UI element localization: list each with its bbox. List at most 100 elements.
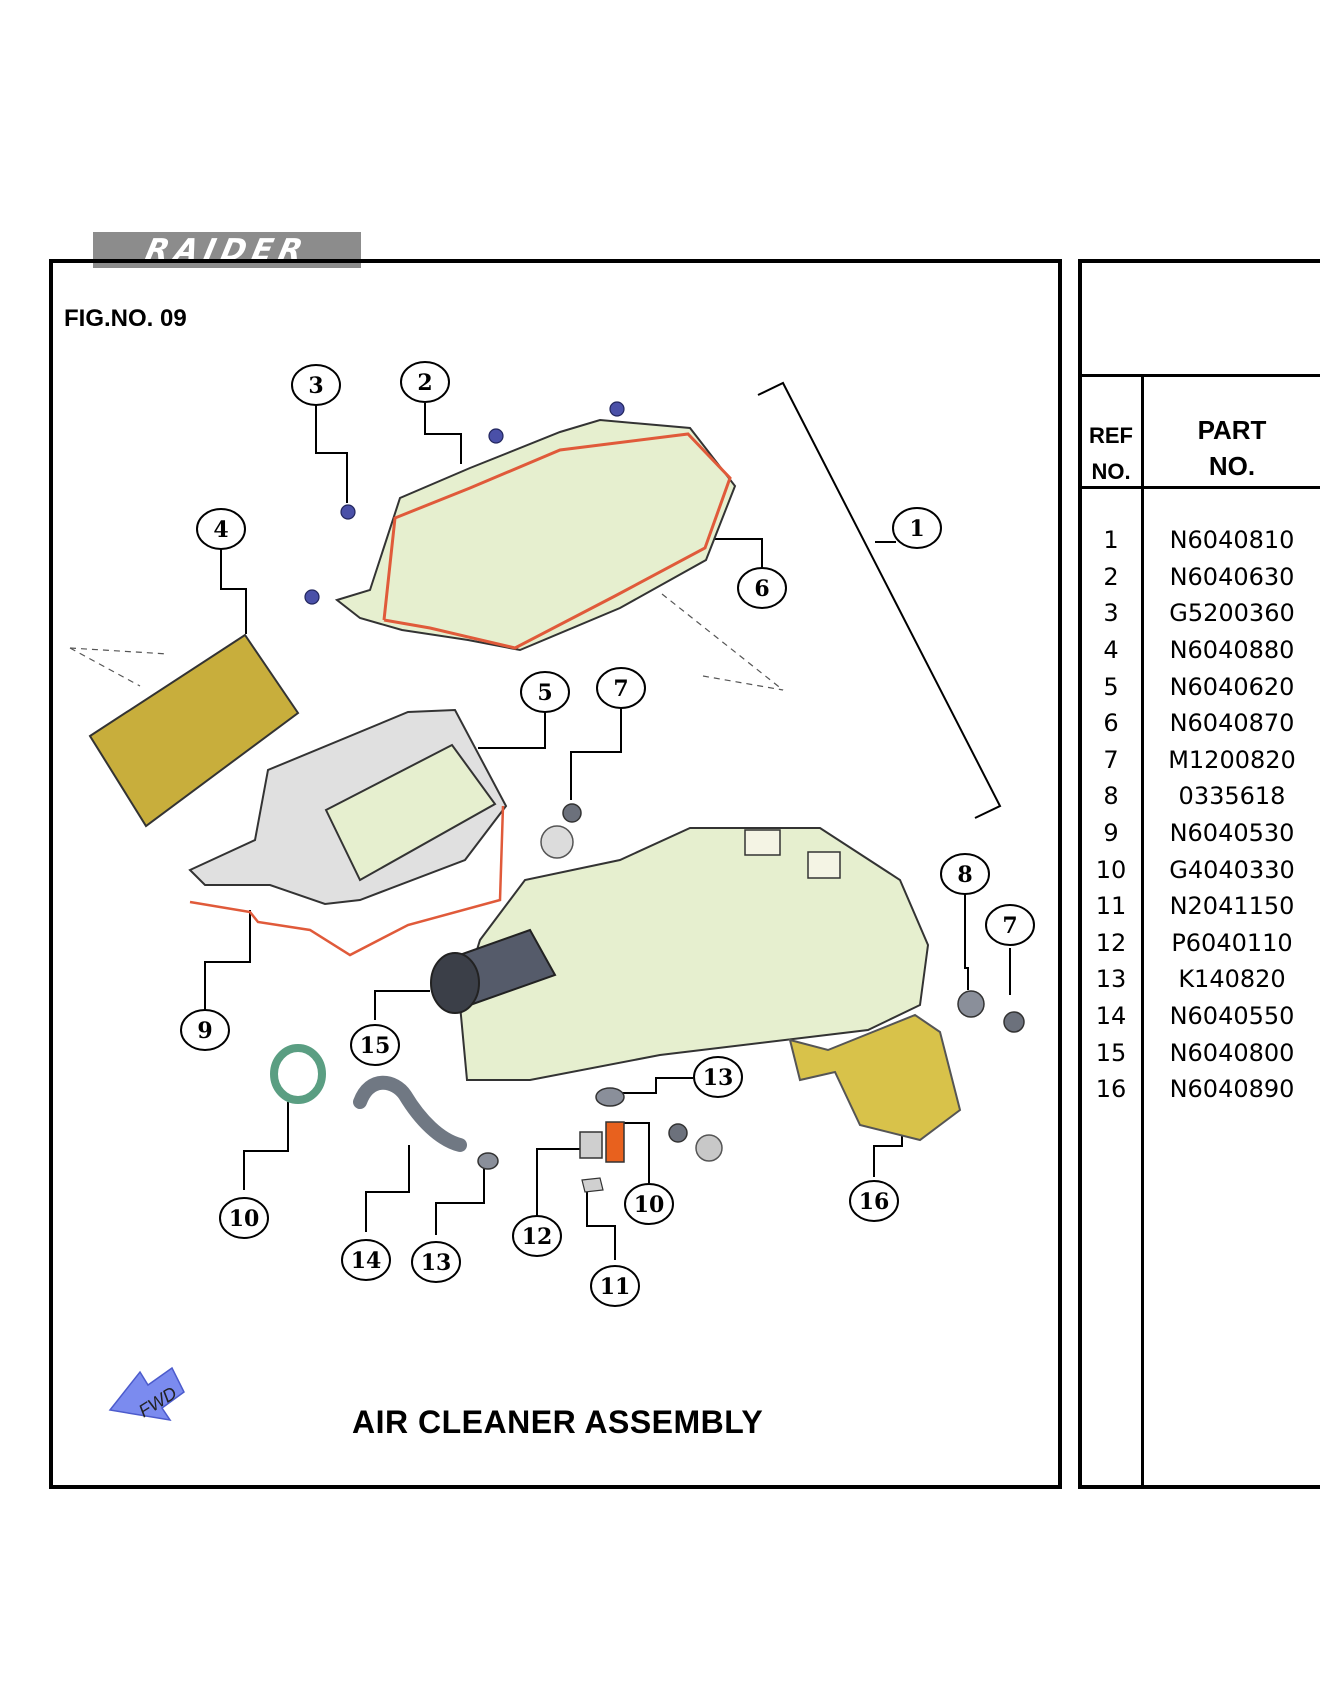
ref-cell: 2 <box>1103 562 1119 591</box>
table-header-bottom-rule <box>1078 486 1320 489</box>
dashed-guides <box>69 593 784 691</box>
table-row: 13 K140820 <box>1080 961 1320 998</box>
table-row: 1 N6040810 <box>1080 522 1320 559</box>
svg-text:5: 5 <box>537 680 552 706</box>
part-cell: N6040630 <box>1169 562 1295 591</box>
callout-1: 1 <box>892 507 942 549</box>
table-row: 4 N6040880 <box>1080 632 1320 669</box>
filter-element-part <box>88 633 300 828</box>
clip-13-lower <box>477 1152 499 1170</box>
drain-plug-part <box>605 1121 625 1163</box>
ref-cell: 1 <box>1103 526 1119 555</box>
table-row: 7 M1200820 <box>1080 742 1320 779</box>
table-row: 2 N6040630 <box>1080 559 1320 596</box>
ref-cell: 7 <box>1103 745 1119 774</box>
callout-14: 14 <box>341 1239 391 1281</box>
table-row: 3 G5200360 <box>1080 595 1320 632</box>
ref-cell: 12 <box>1095 928 1127 957</box>
svg-text:10: 10 <box>634 1192 665 1218</box>
washer-8-part <box>957 990 985 1018</box>
callout-10-left: 10 <box>219 1197 269 1239</box>
ref-cell: 8 <box>1103 782 1119 811</box>
ref-cell: 16 <box>1095 1075 1127 1104</box>
parts-table-frame <box>1078 259 1320 1489</box>
callout-9: 9 <box>180 1009 230 1051</box>
svg-text:16: 16 <box>859 1189 890 1215</box>
forward-arrow-icon: FWD <box>108 1366 185 1421</box>
ref-cell: 13 <box>1095 965 1127 994</box>
hose-clamp-part <box>270 1044 326 1104</box>
table-column-divider <box>1141 374 1144 1485</box>
svg-text:7: 7 <box>613 676 628 702</box>
part-cell: N6040800 <box>1169 1038 1295 1067</box>
ref-cell: 15 <box>1095 1038 1127 1067</box>
callout-13-lower: 13 <box>411 1241 461 1283</box>
cover-screws <box>304 401 625 605</box>
bolt-7-part <box>1003 1011 1025 1033</box>
ref-cell: 5 <box>1103 672 1119 701</box>
svg-text:4: 4 <box>213 517 228 543</box>
bolt-part-lower <box>668 1123 688 1143</box>
part-header-line2: NO. <box>1208 451 1256 481</box>
svg-text:6: 6 <box>754 576 769 602</box>
part-cell: G5200360 <box>1169 599 1295 628</box>
callout-2: 2 <box>400 361 450 403</box>
callout-16: 16 <box>849 1180 899 1222</box>
ref-no-header: REF NO. <box>1080 418 1142 490</box>
table-row: 14 N6040550 <box>1080 998 1320 1035</box>
callout-4: 4 <box>196 508 246 550</box>
part-cell: N6040550 <box>1169 1002 1295 1031</box>
svg-text:14: 14 <box>351 1248 382 1274</box>
callout-12: 12 <box>512 1215 562 1257</box>
callout-3: 3 <box>291 364 341 406</box>
diagram-title: AIR CLEANER ASSEMBLY <box>352 1404 764 1440</box>
part-cell: N6040870 <box>1169 709 1295 738</box>
callout-15: 15 <box>350 1024 400 1066</box>
svg-text:8: 8 <box>957 862 972 888</box>
part-cell: N6040620 <box>1169 672 1295 701</box>
callout-8: 8 <box>940 853 990 895</box>
washer-part-lower <box>695 1134 723 1162</box>
svg-text:13: 13 <box>703 1065 734 1091</box>
ref-cell: 3 <box>1103 599 1119 628</box>
part-cell: M1200820 <box>1168 745 1296 774</box>
part-cell: N6040880 <box>1169 636 1295 665</box>
svg-text:7: 7 <box>1002 913 1017 939</box>
table-row: 5 N6040620 <box>1080 668 1320 705</box>
ref-cell: 9 <box>1103 819 1119 848</box>
ref-cell: 11 <box>1095 892 1127 921</box>
callout-7-lower: 7 <box>985 904 1035 946</box>
ref-cell: 4 <box>1103 636 1119 665</box>
callout-10-right: 10 <box>624 1183 674 1225</box>
air-cleaner-case-part <box>458 827 930 1081</box>
callout-7-upper: 7 <box>596 667 646 709</box>
svg-text:12: 12 <box>522 1224 553 1250</box>
ref-cell: 14 <box>1095 1002 1127 1031</box>
part-cell: N6040810 <box>1169 526 1295 555</box>
clip-13-upper <box>595 1087 625 1107</box>
diagram-frame <box>49 259 1062 1489</box>
air-cleaner-cover-part <box>334 418 737 652</box>
intake-duct-part <box>430 928 557 1014</box>
table-header-top-rule <box>1078 374 1320 377</box>
svg-text:11: 11 <box>600 1274 631 1300</box>
svg-text:9: 9 <box>197 1018 212 1044</box>
drain-cap-part <box>579 1131 603 1159</box>
figure-number: FIG.NO. 09 <box>64 305 187 332</box>
part-cell: K140820 <box>1178 965 1286 994</box>
svg-text:1: 1 <box>909 516 924 542</box>
part-header-line1: PART <box>1197 415 1267 445</box>
ref-header-line2: NO. <box>1091 459 1131 484</box>
part-no-header: PART NO. <box>1144 412 1320 484</box>
callout-13-upper: 13 <box>693 1056 743 1098</box>
ref-header-line1: REF <box>1089 423 1133 448</box>
callout-6: 6 <box>737 567 787 609</box>
